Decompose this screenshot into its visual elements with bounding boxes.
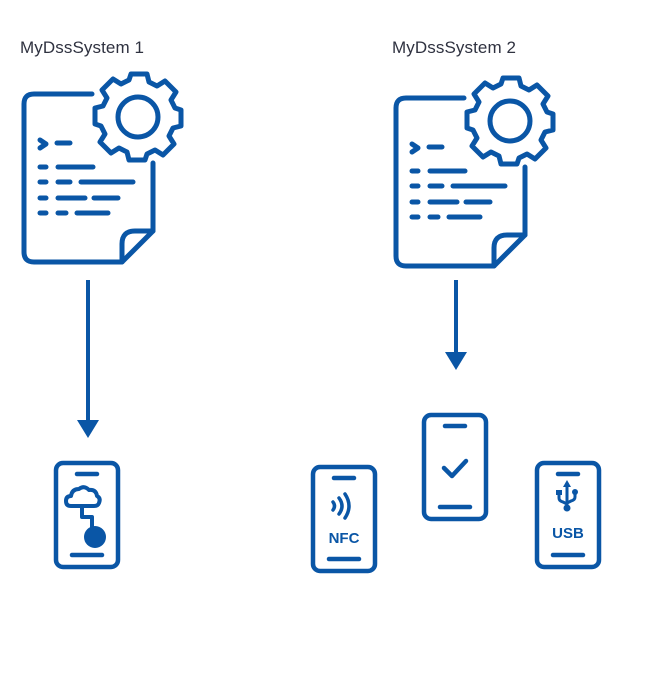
system-1-title: MyDssSystem 1	[20, 38, 145, 57]
checkmark-icon	[441, 458, 469, 479]
usb-label: USB	[552, 525, 584, 542]
nfc-waves-icon	[331, 492, 351, 520]
device-phone-check-icon	[424, 415, 486, 519]
cloud-connection-icon	[64, 485, 106, 548]
device-phone-cloud-connection-icon	[56, 463, 118, 567]
device-phone-usb-icon: USB	[537, 463, 599, 567]
nfc-label: NFC	[329, 530, 360, 547]
system-1-arrow-down-icon	[77, 280, 99, 438]
system-2-arrow-down-icon	[445, 280, 467, 370]
usb-symbol-icon	[556, 480, 578, 512]
system-2-title: MyDssSystem 2	[392, 38, 517, 57]
device-phone-nfc-icon: NFC	[313, 467, 375, 571]
system-1-document-gear-icon	[24, 74, 181, 262]
system-2-document-gear-icon	[396, 78, 553, 266]
